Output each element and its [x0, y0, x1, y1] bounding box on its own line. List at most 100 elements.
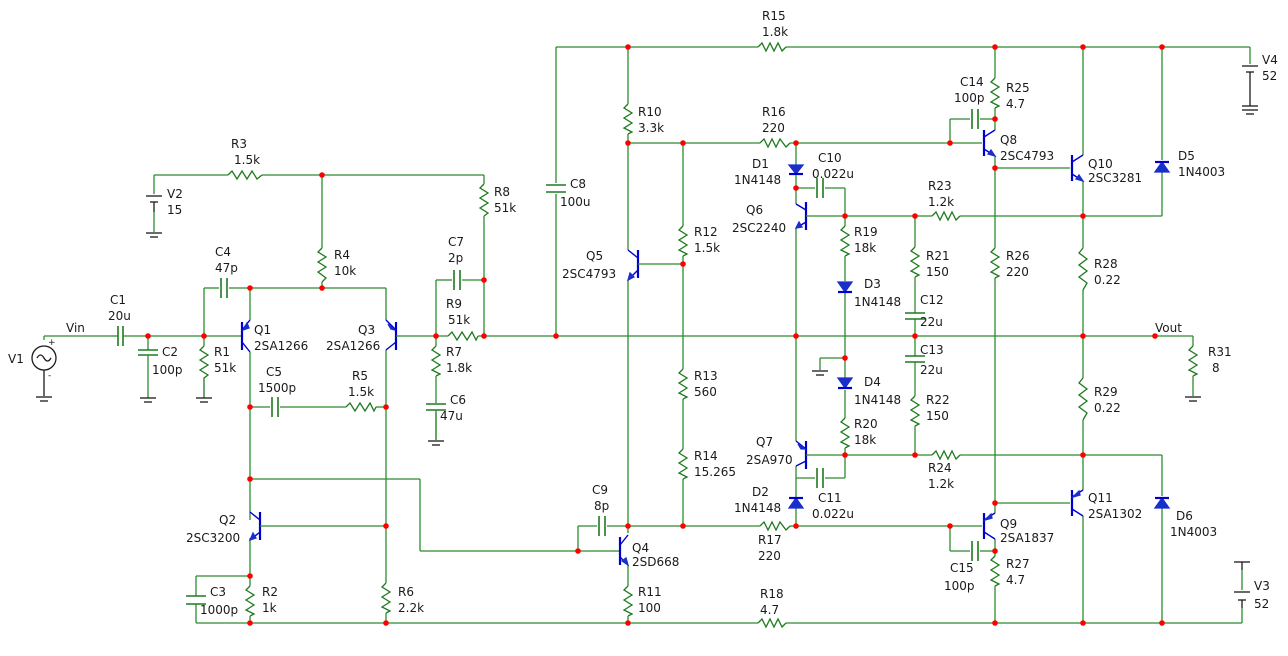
r29-symbol: [1077, 377, 1089, 421]
q2-value: 2SC3200: [186, 531, 240, 545]
svg-text:+: +: [48, 338, 56, 348]
labels: Vin Vout V1 V2 15 V3 52 V4 52 C1 20u C2 …: [8, 9, 1278, 617]
c6-value: 47u: [440, 409, 463, 423]
c13-ref: C13: [920, 343, 944, 357]
v2-ref: V2: [167, 187, 183, 201]
c4-symbol: [220, 278, 228, 298]
c6-ref: C6: [450, 393, 466, 407]
c14-symbol: [971, 109, 979, 129]
wires: [43, 46, 1251, 624]
q1-value: 2SA1266: [254, 339, 308, 353]
transistors: [240, 129, 1085, 567]
c14-ref: C14: [960, 75, 984, 89]
v1-symbol: + -: [31, 338, 57, 396]
r25-symbol: [989, 77, 1001, 109]
q7-value: 2SA970: [746, 453, 793, 467]
r16-symbol: [759, 137, 791, 149]
d4-value: 1N4148: [854, 393, 901, 407]
r13-ref: R13: [694, 369, 718, 383]
d6-value: 1N4003: [1170, 525, 1217, 539]
v4-value: 52: [1262, 69, 1277, 83]
c7-ref: C7: [448, 235, 464, 249]
r15-symbol: [757, 41, 787, 53]
q7-ref: Q7: [756, 435, 773, 449]
ground-icon: [812, 370, 828, 376]
r24-value: 1.2k: [928, 477, 954, 491]
r2-value: 1k: [262, 601, 277, 615]
r2-ref: R2: [262, 585, 278, 599]
r8-value: 51k: [494, 201, 516, 215]
r19-symbol: [839, 225, 851, 257]
q11-value: 2SA1302: [1088, 507, 1142, 521]
v4-symbol: [1242, 65, 1258, 107]
d5-ref: D5: [1178, 149, 1195, 163]
q2-ref: Q2: [219, 513, 236, 527]
q8-symbol: [982, 129, 997, 158]
q6-ref: Q6: [746, 203, 763, 217]
c12-symbol: [905, 312, 925, 320]
v2-value: 15: [167, 203, 182, 217]
c12-value: 22u: [920, 315, 943, 329]
q1-ref: Q1: [254, 323, 271, 337]
r11-value: 100: [638, 601, 661, 615]
q7-symbol: [795, 440, 808, 469]
v4-ref: V4: [1262, 53, 1278, 67]
r31-symbol: [1187, 345, 1199, 377]
q8-ref: Q8: [1000, 133, 1017, 147]
r7-ref: R7: [446, 345, 462, 359]
r27-ref: R27: [1006, 557, 1030, 571]
d1-symbol: [787, 164, 805, 176]
r16-value: 220: [762, 121, 785, 135]
v3-ref: V3: [1254, 579, 1270, 593]
c4-ref: C4: [215, 245, 231, 259]
r5-symbol: [345, 401, 377, 413]
r15-ref: R15: [762, 9, 786, 23]
q3-ref: Q3: [358, 323, 375, 337]
r12-ref: R12: [694, 225, 718, 239]
svg-text:-: -: [48, 371, 51, 381]
r6-value: 2.2k: [398, 601, 424, 615]
r4-symbol: [316, 247, 328, 283]
q11-ref: Q11: [1088, 491, 1113, 505]
net-label-vin: Vin: [66, 321, 85, 335]
r21-ref: R21: [926, 249, 950, 263]
c3-value: 1000p: [200, 603, 238, 617]
c1-ref: C1: [110, 293, 126, 307]
ground-icon: [428, 410, 444, 446]
c9-symbol: [598, 516, 606, 536]
c5-symbol: [271, 397, 279, 417]
c10-ref: C10: [818, 151, 842, 165]
d1-value: 1N4148: [734, 173, 781, 187]
grounds: [36, 109, 1258, 446]
c13-value: 22u: [920, 363, 943, 377]
r3-symbol: [227, 169, 263, 181]
r9-ref: R9: [446, 297, 462, 311]
q5-value: 2SC4793: [562, 267, 616, 281]
r19-ref: R19: [854, 225, 878, 239]
r6-ref: R6: [398, 585, 414, 599]
c5-ref: C5: [266, 365, 282, 379]
r18-symbol: [757, 617, 787, 629]
diodes: [787, 160, 1171, 509]
q4-ref: Q4: [632, 541, 649, 555]
c12-ref: C12: [920, 293, 944, 307]
r23-value: 1.2k: [928, 195, 954, 209]
r14-value: 15.265: [694, 465, 736, 479]
c10-symbol: [816, 178, 824, 198]
r14-symbol: [677, 448, 689, 480]
ground-icon: [196, 397, 212, 403]
c8-value: 100u: [560, 195, 591, 209]
r29-ref: R29: [1094, 385, 1118, 399]
c2-ref: C2: [162, 345, 178, 359]
q10-value: 2SC3281: [1088, 171, 1142, 185]
c4-value: 47p: [215, 261, 238, 275]
r10-value: 3.3k: [638, 121, 664, 135]
junctions: [145, 44, 1165, 626]
r3-value: 1.5k: [234, 153, 260, 167]
d3-ref: D3: [864, 277, 881, 291]
q10-symbol: [1070, 154, 1085, 183]
d4-symbol: [836, 377, 854, 390]
r8-ref: R8: [494, 185, 510, 199]
r13-symbol: [677, 368, 689, 400]
